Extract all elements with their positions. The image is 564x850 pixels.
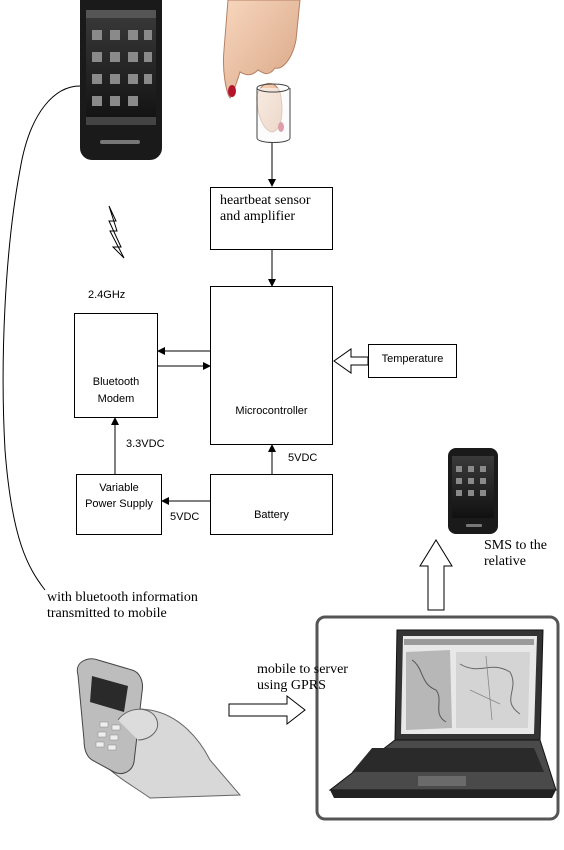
small-phone-icon <box>448 448 498 534</box>
arrow-mobile-to-server <box>228 694 306 726</box>
heartbeat-sensor-label-line2: and amplifier <box>220 209 296 224</box>
bluetooth-modem-block: Bluetooth Modem <box>74 313 158 418</box>
bluetooth-info-label-line1: with bluetooth information <box>47 590 198 605</box>
heartbeat-sensor-block: heartbeat sensor and amplifier <box>210 187 333 250</box>
bluetooth-modem-label-line2: Modem <box>97 393 135 405</box>
variable-power-supply-block: Variable Power Supply <box>76 474 162 535</box>
bluetooth-info-label-line2: transmitted to mobile <box>47 606 167 621</box>
finger-on-sensor-icon <box>223 0 301 143</box>
bluetooth-modem-label-line1: Bluetooth <box>92 376 140 388</box>
mobile-to-server-label-line1: mobile to server <box>257 662 348 677</box>
sms-label-line1: SMS to the <box>484 538 548 553</box>
hand-holding-phone-icon <box>76 658 242 799</box>
battery-block: Battery <box>210 474 333 535</box>
variable-power-supply-label-line2: Power Supply <box>85 498 153 510</box>
voltage-5v-power-label: 5VDC <box>170 511 200 523</box>
voltage-5v-battery-label: 5VDC <box>288 452 318 464</box>
heartbeat-sensor-label-line1: heartbeat sensor <box>220 193 311 208</box>
mobile-to-server-label-line2: using GPRS <box>257 678 326 693</box>
server-frame <box>315 615 560 821</box>
lightning-bolt-icon <box>108 205 125 259</box>
frequency-label: 2.4GHz <box>88 289 126 301</box>
variable-power-supply-label-line1: Variable <box>99 482 139 494</box>
bluetooth-link-curve <box>2 85 81 591</box>
temperature-label: Temperature <box>381 353 444 365</box>
laptop-icon <box>328 629 557 798</box>
arrow-server-to-sms <box>419 539 453 611</box>
smartphone-top-icon <box>80 0 162 160</box>
microcontroller-block: Microcontroller <box>210 286 333 445</box>
sms-label-line2: relative <box>484 554 526 569</box>
arrow-temperature-to-microcontroller <box>333 348 369 374</box>
battery-label: Battery <box>254 509 289 521</box>
temperature-block: Temperature <box>368 344 457 378</box>
voltage-3v3-label: 3.3VDC <box>126 438 165 450</box>
microcontroller-label: Microcontroller <box>235 405 308 417</box>
